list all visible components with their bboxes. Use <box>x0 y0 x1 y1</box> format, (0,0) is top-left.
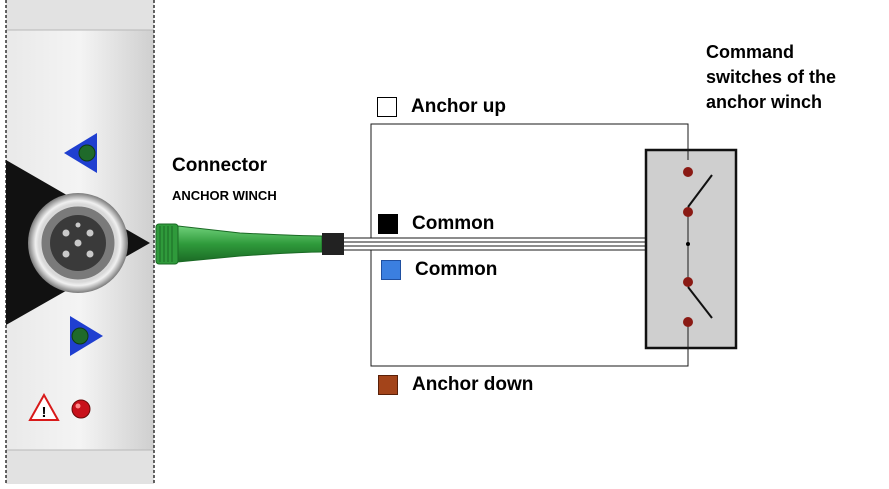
switch-contact <box>683 277 693 287</box>
swatch-blue <box>381 260 401 280</box>
wires <box>344 123 689 367</box>
warning-triangle-icon: ! <box>28 392 60 421</box>
legend-label: Anchor down <box>412 374 534 395</box>
connector-title: Connector <box>172 155 267 176</box>
legend-label: Common <box>412 213 495 234</box>
status-led-red <box>71 399 91 419</box>
arrow-up-icon <box>64 133 97 173</box>
switch-contact <box>683 317 693 327</box>
legend-anchor-down: Anchor down <box>378 374 533 396</box>
switch-contact <box>683 207 693 217</box>
svg-text:!: ! <box>42 404 47 421</box>
legend-common-black: Common <box>378 213 494 235</box>
switches-caption-line: anchor winch <box>706 92 823 112</box>
switch-box <box>644 124 738 366</box>
switch-contact <box>683 167 693 177</box>
swatch-black <box>378 214 398 234</box>
legend-label: Common <box>415 259 498 280</box>
swatch-white <box>377 97 397 117</box>
swatch-brown <box>378 375 398 395</box>
connector-subtitle: ANCHOR WINCH <box>172 188 277 203</box>
switches-caption-line: switches of the <box>706 67 837 87</box>
cable-plug <box>155 223 344 265</box>
legend-common-blue: Common <box>381 259 497 281</box>
connector-socket <box>28 193 128 293</box>
legend-label: Anchor up <box>411 96 506 117</box>
arrow-down-icon <box>70 316 103 356</box>
switches-caption: Command switches of the anchor winch <box>706 40 886 115</box>
switches-caption-line: Command <box>706 42 795 62</box>
legend-anchor-up: Anchor up <box>377 96 506 118</box>
